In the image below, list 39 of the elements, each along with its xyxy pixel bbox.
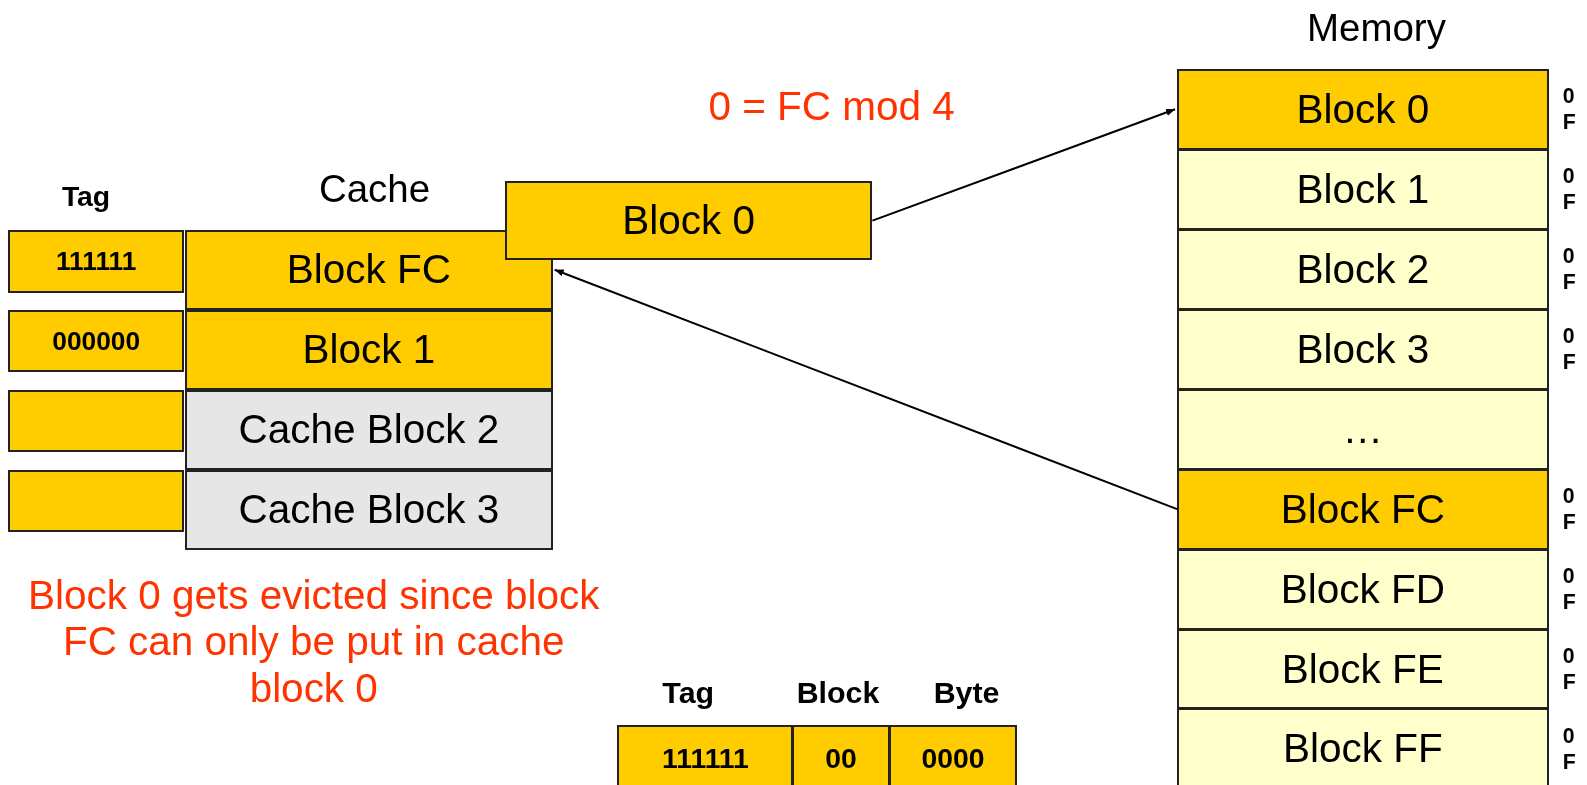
address-field: 00 [792,724,890,785]
address-field: 111111 [617,724,794,785]
address-range-label: 0 F [1562,242,1577,296]
column-header: Tag [661,676,716,711]
address-range-label: 0 F [1562,642,1577,696]
cache-block: Block FC [185,229,553,310]
address-range-label: 0 F [1562,322,1577,376]
memory-block: … [1177,388,1549,470]
memory-block: Block 1 [1177,148,1549,230]
memory-block: Block FC [1177,468,1549,550]
tag-cell: 111111 [8,229,185,293]
memory-block: Block 2 [1177,228,1549,310]
tag-cell: 000000 [8,309,185,373]
address-range-label: 0 F [1562,83,1577,136]
cache-block: Cache Block 3 [185,469,553,550]
cache-block: Cache Block 2 [185,389,553,470]
memory-block: Block FD [1177,548,1549,630]
arrow [553,268,1179,511]
column-header: Tag [60,180,112,213]
memory-block: Block FE [1177,628,1549,710]
memory-block: Block FF [1177,708,1549,785]
note: Block 0 gets evicted since block FC can only be put in cache block 0 [27,571,601,712]
heading: Cache [317,167,432,212]
memory-block: Block 3 [1177,308,1549,390]
tag-cell [8,389,185,453]
heading: Memory [1306,6,1447,51]
address-range-label: 0 F [1562,562,1577,616]
formula-note: 0 = FC mod 4 [708,83,956,130]
column-header: Block [795,676,881,711]
memory-block: Block 0 [1177,68,1549,150]
tag-cell [8,469,185,533]
address-field: 0000 [888,724,1018,785]
moving-block: Block 0 [505,181,873,261]
address-range-label: 0 F [1562,722,1577,776]
column-header: Byte [932,676,1001,711]
arrow [871,108,1177,222]
address-range-label: 0 F [1562,162,1577,216]
cache-block: Block 1 [185,309,553,390]
address-range-label: 0 F [1562,482,1577,536]
